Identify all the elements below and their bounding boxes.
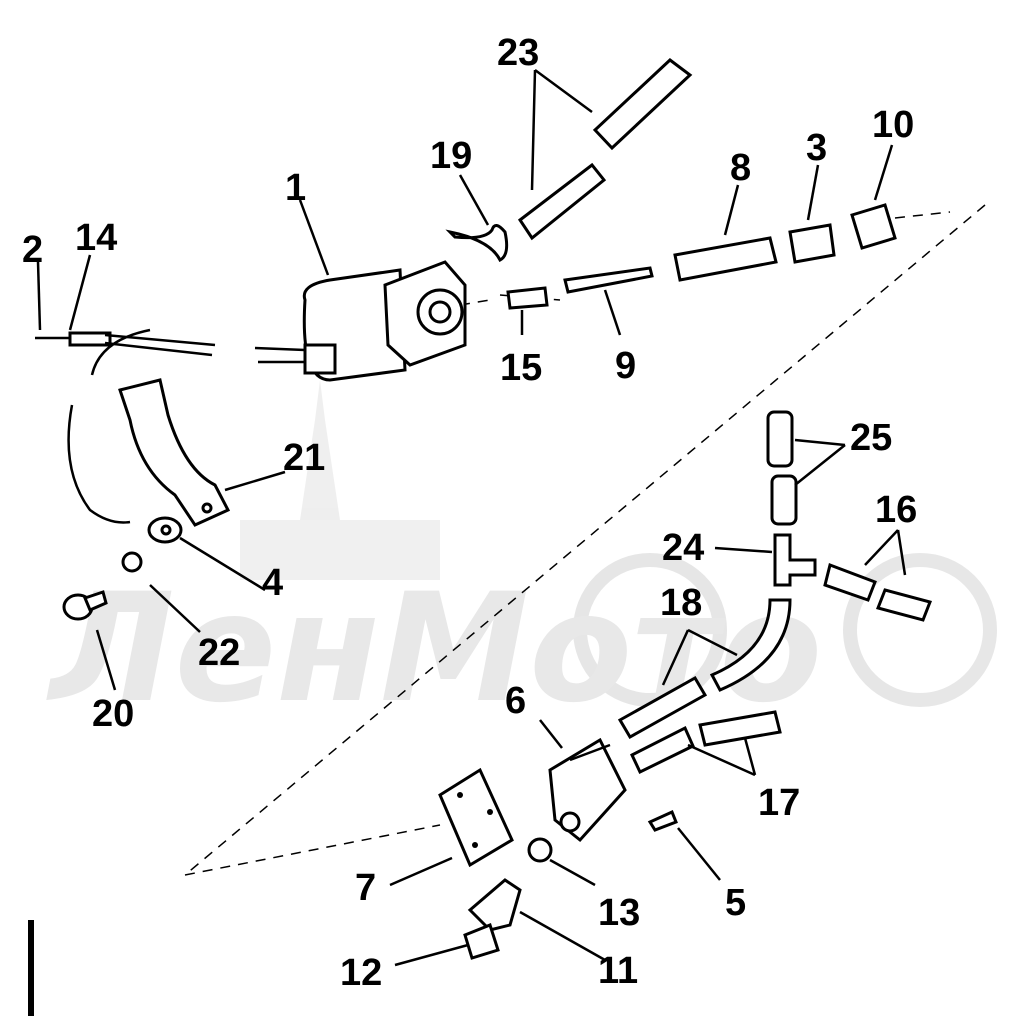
callout-6: 6 bbox=[505, 680, 526, 722]
callout-14: 14 bbox=[75, 217, 117, 259]
callout-17: 17 bbox=[758, 782, 800, 824]
callout-23: 23 bbox=[497, 32, 539, 74]
part-5-screw bbox=[647, 809, 678, 832]
guide-line-plate bbox=[184, 824, 441, 876]
border-mark bbox=[28, 920, 34, 1016]
callout-4: 4 bbox=[262, 562, 283, 604]
part-9-pin bbox=[563, 266, 654, 294]
callout-2: 2 bbox=[22, 229, 43, 271]
part-6-pump bbox=[548, 737, 627, 843]
part-3-spring bbox=[788, 223, 836, 264]
callout-9: 9 bbox=[615, 345, 636, 387]
callout-8: 8 bbox=[730, 147, 751, 189]
callout-18: 18 bbox=[660, 582, 702, 624]
part-1-motor bbox=[254, 260, 467, 382]
callout-15: 15 bbox=[500, 347, 542, 389]
callout-3: 3 bbox=[806, 127, 827, 169]
part-19-clip bbox=[445, 224, 509, 263]
part-8-sleeve bbox=[673, 236, 778, 282]
watermark-text: ЛенМото bbox=[46, 562, 822, 736]
part-4-ground-wire bbox=[67, 404, 183, 544]
callout-12: 12 bbox=[340, 952, 382, 994]
part-23-hoses bbox=[517, 58, 693, 241]
callout-11: 11 bbox=[598, 950, 638, 992]
callout-7: 7 bbox=[355, 867, 376, 909]
callout-13: 13 bbox=[598, 892, 640, 934]
callout-22: 22 bbox=[198, 632, 240, 674]
part-10-nut bbox=[850, 203, 897, 250]
part-17-hoses bbox=[630, 710, 782, 775]
part-18-hoses bbox=[617, 598, 792, 740]
callout-19: 19 bbox=[430, 135, 472, 177]
part-11-fitting bbox=[467, 878, 522, 932]
callout-24: 24 bbox=[662, 527, 704, 569]
part-12-cap bbox=[463, 923, 500, 960]
callouts: 1 2 3 4 5 6 7 8 9 10 11 12 13 14 15 16 1… bbox=[22, 32, 917, 994]
part-25-tubes bbox=[766, 410, 798, 526]
part-13-oring bbox=[527, 837, 553, 863]
part-21-clamp bbox=[118, 378, 231, 527]
part-22-washer bbox=[121, 551, 143, 573]
part-15-spring bbox=[506, 286, 549, 310]
guide-line-main bbox=[184, 204, 986, 876]
part-20-screw bbox=[62, 590, 108, 621]
part-2-14-wire bbox=[35, 328, 216, 376]
callout-20: 20 bbox=[92, 693, 134, 735]
guide-line-top bbox=[894, 211, 951, 219]
callout-21: 21 bbox=[283, 437, 325, 479]
callout-10: 10 bbox=[872, 104, 914, 146]
callout-16: 16 bbox=[875, 489, 917, 531]
part-24-tee bbox=[773, 533, 817, 587]
part-16-hoses bbox=[823, 563, 933, 622]
leader-lines bbox=[36, 68, 907, 967]
callout-1: 1 bbox=[285, 167, 306, 209]
watermark: ЛенМото bbox=[46, 380, 997, 736]
callout-5: 5 bbox=[725, 882, 746, 924]
part-7-plate bbox=[438, 767, 514, 868]
callout-25: 25 bbox=[850, 417, 892, 459]
